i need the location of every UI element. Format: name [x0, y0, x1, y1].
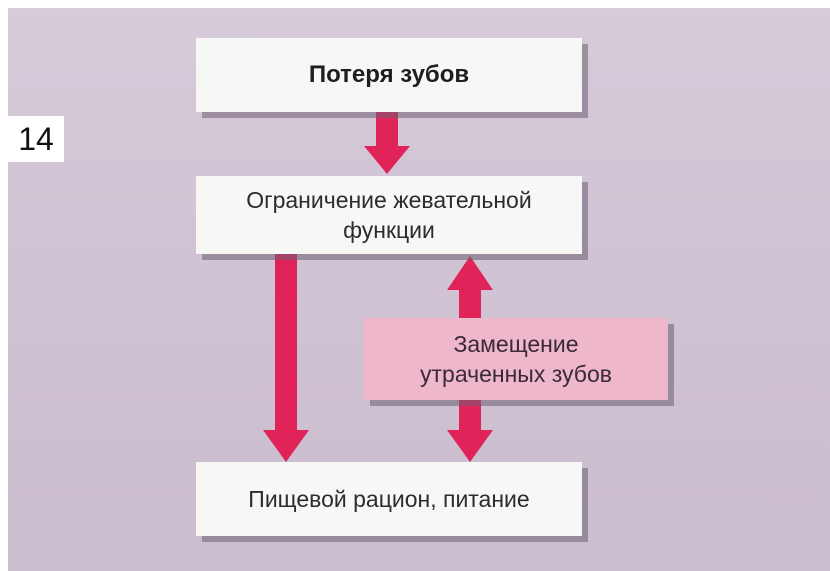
node-tooth-replacement-line1: Замещение — [453, 331, 579, 357]
node-tooth-replacement: Замещение утраченных зубов — [364, 318, 668, 400]
node-chewing-limitation-line1: Ограничение жевательной — [246, 187, 532, 213]
node-chewing-limitation: Ограничение жевательной функции — [196, 176, 582, 254]
node-tooth-replacement-line2: утраченных зубов — [420, 361, 612, 387]
node-tooth-loss-label: Потеря зубов — [308, 61, 470, 88]
figure-number: 14 — [8, 116, 64, 162]
node-diet-nutrition-label: Пищевой рацион, питание — [248, 485, 530, 512]
node-diet-nutrition: Пищевой рацион, питание — [196, 462, 582, 536]
node-tooth-loss: Потеря зубов — [196, 38, 582, 112]
node-chewing-limitation-line2: функции — [343, 217, 435, 243]
